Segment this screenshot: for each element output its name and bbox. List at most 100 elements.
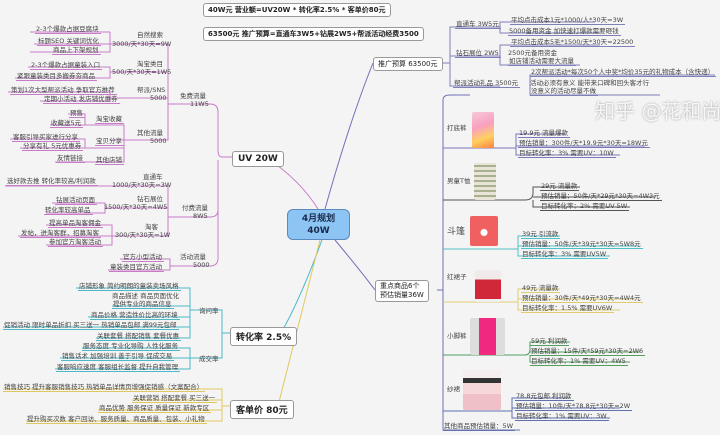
inquiry-label[interactable]: 询问率 xyxy=(199,307,219,315)
favorites-item[interactable]: 收藏送5元 xyxy=(50,119,84,128)
product-sales[interactable]: 预估销量：50件/天*29元*30天=4W3元 xyxy=(540,192,662,201)
inquiry-item[interactable]: 提供专业的商品信息 xyxy=(112,300,174,309)
budget-ztc-label[interactable]: 直通车 3W5元 xyxy=(455,20,501,29)
product-price[interactable]: 19.9元 流量爆款 xyxy=(518,129,571,138)
natural-item[interactable]: 2-3个爆款占据豆腐块 xyxy=(35,25,101,34)
inquiry-item[interactable]: 关联套餐 搭配销售 套餐优惠 xyxy=(96,332,182,341)
free-category-value[interactable]: 500/天*30天=1W5 xyxy=(112,68,172,76)
topic-budget[interactable]: 推广预算 63500元 xyxy=(373,57,443,71)
activity-traffic-value[interactable]: 5000 xyxy=(193,261,210,269)
paid-zs-value[interactable]: 1500/天*30天=4W5 xyxy=(104,203,168,211)
shops-label[interactable]: 其他店铺 xyxy=(95,156,124,165)
other-traffic-label[interactable]: 其他流量 xyxy=(137,129,163,137)
budget-gift-item[interactable]: 没意义的活动尽量不做 xyxy=(530,87,598,96)
central-topic[interactable]: 4月规划 40W xyxy=(287,209,350,240)
natural-item[interactable]: 商品上下架规划 xyxy=(52,46,101,55)
ztc-item[interactable]: 选好款去推 转化率较高/利润款 xyxy=(6,177,98,186)
activity-item[interactable]: 官方小型活动 xyxy=(122,253,164,262)
budget-gift-item[interactable]: 2次帮派活动*每次50个人中奖*均价35元的礼物成本（含快递） xyxy=(530,68,717,77)
product-sales[interactable]: 预估销量：30件/天*49元*30天=4W4元 xyxy=(521,294,643,303)
budget-ztc-item[interactable]: 平均点击成本1元*1000/人*30天=3W xyxy=(510,16,626,25)
paid-tk-label[interactable]: 淘客 xyxy=(145,223,158,231)
product-name[interactable]: 纱裙 xyxy=(447,385,460,393)
favorites-item[interactable]: 预售 xyxy=(69,109,85,118)
deal-label[interactable]: 成交率 xyxy=(199,355,219,363)
paid-ztc-label[interactable]: 直通车 xyxy=(143,173,163,181)
product-name[interactable]: 小脚裤 xyxy=(447,332,467,340)
favorites-label[interactable]: 淘宝收藏 xyxy=(95,115,124,124)
product-sales[interactable]: 预估销量：50件/天*39元*30天=5W8元 xyxy=(521,240,643,249)
tk-item[interactable]: 提高单品淘客佣金 xyxy=(48,219,103,228)
paid-zs-label[interactable]: 钻石展位 xyxy=(137,195,163,203)
product-price[interactable]: 49元 流量款 xyxy=(521,284,561,293)
paid-traffic-value[interactable]: 8W5 xyxy=(193,212,208,220)
free-traffic-label[interactable]: 免费流量 xyxy=(180,92,206,100)
product-sales[interactable]: 预估销量：10件/天*78.8元*30天=2W xyxy=(515,402,633,411)
inquiry-item[interactable]: 促销活动 限时单品折扣 买三送一 热销单品包邮 满99元包邮 xyxy=(3,321,179,330)
product-name[interactable]: 斗篷 xyxy=(447,227,466,237)
product-sales[interactable]: 预估销量：15件/天*59元*30天=2W6 xyxy=(530,347,646,356)
budget-zs-item[interactable]: 平均点击成本5毛*1500/天*30天=22500 xyxy=(510,38,636,47)
paid-traffic-label[interactable]: 付费流量 xyxy=(182,204,208,212)
sns-item[interactable]: 策划1次大型帮派活动 争取官方推荐 xyxy=(10,86,117,95)
free-natural-label[interactable]: 自然搜索 xyxy=(137,31,163,39)
share-item[interactable]: 分享有礼 5元优惠券 xyxy=(22,142,84,151)
product-target[interactable]: 目标转化率：1% 需要UV：4W5 xyxy=(530,357,628,366)
free-natural-value[interactable]: 3000/天*30天=9W xyxy=(112,40,172,48)
aov-item[interactable]: 提升购买次数 客户回访、服务质量、商品质量、包装、小礼物 xyxy=(26,415,207,424)
zs-item[interactable]: 转化率较高单品 xyxy=(44,206,93,215)
category-item[interactable]: 紧跟童装类目多搬券夯商品 xyxy=(16,72,97,81)
aov-item[interactable]: 商品优势 服务保证 质量保证 新款专区 xyxy=(98,404,212,413)
deal-item[interactable]: 客服响应速度 客服组长监督 提升自我管理 xyxy=(56,363,181,372)
budget-gift-label[interactable]: 帮派活动礼品 3500元 xyxy=(453,79,521,88)
product-target[interactable]: 目标转化率：3% 需要UV：10W xyxy=(518,149,616,158)
product-target[interactable]: 目标转化率：1% 需要UV：3W xyxy=(515,412,609,421)
other-products-sales[interactable]: 其他商品预估销量：5W xyxy=(443,422,516,431)
other-traffic-value[interactable]: 5000 xyxy=(150,137,167,145)
activity-traffic-label[interactable]: 活动流量 xyxy=(180,253,206,261)
product-target[interactable]: 目标转化率：1.5% 需要UV6W xyxy=(521,304,615,313)
topic-conversion[interactable]: 转化率 2.5% xyxy=(230,327,298,346)
shops-item[interactable]: 友情链接 xyxy=(56,154,85,163)
free-category-label[interactable]: 淘宝类目 xyxy=(137,60,163,68)
deal-item[interactable]: 服务态度 专业化导购 人性化服务 xyxy=(82,342,181,351)
budget-gift-item[interactable]: 活动必须有意义 能带来口碑和回头客才行 xyxy=(530,79,650,87)
activity-item[interactable]: 童装类目官方活动 xyxy=(109,263,164,272)
topic-uv[interactable]: UV 20W xyxy=(232,151,284,167)
free-traffic-value[interactable]: 11W5 xyxy=(190,100,209,108)
product-name[interactable]: 红裙子 xyxy=(447,273,467,281)
natural-item[interactable]: 标题SEO 关键词优化 xyxy=(37,37,101,46)
inquiry-item[interactable]: 商品描述 商品页面优化 xyxy=(112,292,180,300)
category-item[interactable]: 2-3个爆款占据童装入口 xyxy=(30,61,103,70)
product-target[interactable]: 目标转化率：2% 需要UV 5W xyxy=(540,202,630,211)
product-name[interactable]: 男童T恤 xyxy=(447,177,471,185)
budget-ztc-item[interactable]: 5000备用资金 加快速打爆款需要砸钱 xyxy=(508,27,621,36)
topic-products[interactable]: 重点商品6个 预估销量36W xyxy=(375,280,429,302)
aov-item[interactable]: 关联营销 搭配套餐 买三送一 xyxy=(132,394,218,403)
aov-item[interactable]: 销售技巧 提升客服销售技巧 热销单品详情页增强促销感（文案配合） xyxy=(3,383,206,392)
budget-zs-item[interactable]: 如店铺活动需要大流量 xyxy=(508,57,576,66)
free-sns-value[interactable]: 5000 xyxy=(150,94,167,102)
inquiry-item[interactable]: 商品价格 营造性价比高的环境 xyxy=(90,311,180,320)
tk-item[interactable]: 发帖，进淘客群，招募淘客 xyxy=(20,229,101,238)
product-price[interactable]: 39元 引流款 xyxy=(521,230,561,239)
product-price[interactable]: 78.8元包邮 利润款 xyxy=(515,392,574,401)
share-item[interactable]: 客服引导买家进行分享 xyxy=(12,133,80,142)
deal-item[interactable]: 销售话术 加强培训 善于引导 促成交易 xyxy=(61,352,175,361)
product-price[interactable]: 29元 流量款 xyxy=(540,182,580,191)
zs-item[interactable]: 钻展活动页面 xyxy=(55,196,97,205)
topic-aov[interactable]: 客单价 80元 xyxy=(230,400,294,419)
sns-item[interactable]: 定期小活动 发店铺优惠券 xyxy=(43,95,120,104)
free-sns-label[interactable]: 帮派/SNS xyxy=(137,86,166,94)
product-name[interactable]: 打底裤 xyxy=(447,124,467,132)
budget-zs-item[interactable]: 2500元备用资金 xyxy=(508,49,558,57)
paid-ztc-value[interactable]: 1000/天*30天=3W xyxy=(112,181,172,189)
product-sales[interactable]: 预估销量：300件/天*19.9元*30天=18W元 xyxy=(518,139,650,148)
tk-item[interactable]: 参加官方淘客活动 xyxy=(48,238,103,247)
product-price[interactable]: 59元 利润款 xyxy=(530,337,570,346)
share-label[interactable]: 宝贝分享 xyxy=(95,137,124,146)
budget-zs-label[interactable]: 钻石展位 2W5 xyxy=(455,49,501,58)
product-target[interactable]: 目标转化率：3% 需要UV5W xyxy=(521,250,609,259)
paid-tk-value[interactable]: 300/天*30天=1W xyxy=(115,231,171,239)
inquiry-item[interactable]: 店铺形象 简约明朗的童装卖场风格 xyxy=(78,282,181,291)
